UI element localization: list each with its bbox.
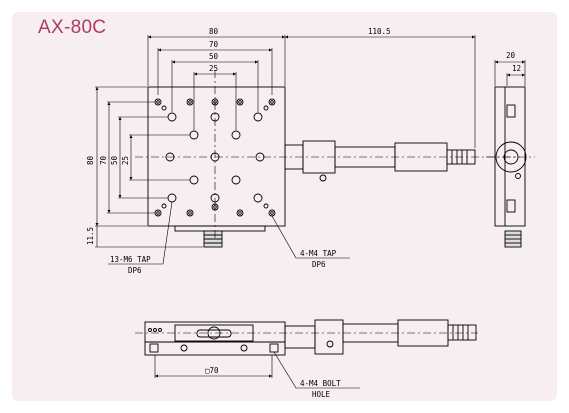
- collar-screw: [319, 174, 327, 182]
- side-view: [486, 60, 535, 248]
- m6-tap-callout: 13-M6 TAP: [110, 255, 151, 264]
- m4-bolt-hole: HOLE: [312, 390, 331, 399]
- dim-50: 50: [209, 52, 219, 61]
- m4-holes: [154, 98, 276, 217]
- m4-bolt-leader: [273, 351, 360, 389]
- m6-tap-depth: DP6: [128, 266, 142, 275]
- front-slot-plate: [174, 324, 254, 342]
- dim-box-70: □70: [205, 366, 219, 375]
- top-view: [95, 35, 520, 265]
- dim-25: 25: [209, 64, 218, 73]
- dim-v-11-5: 11.5: [86, 227, 95, 245]
- dim-70: 70: [209, 40, 219, 49]
- vertical-dimension-lines: [95, 86, 203, 248]
- side-plate: [494, 86, 526, 227]
- model-title: AX-80C: [38, 17, 107, 38]
- front-view: [135, 319, 478, 389]
- dim-v-70: 70: [99, 155, 108, 165]
- dim-110-5: 110.5: [368, 27, 391, 36]
- m4-bolt-callout: 4-M4 BOLT: [300, 379, 341, 388]
- dim-12: 12: [512, 64, 521, 73]
- m6-leader: [108, 201, 173, 265]
- micrometer-ratchet: [446, 149, 476, 165]
- side-collar: [495, 141, 527, 173]
- front-ratchet: [447, 324, 477, 341]
- horizontal-dimension-lines: [147, 35, 476, 148]
- m4-tap-callout: 4-M4 TAP: [300, 249, 337, 258]
- drawing-panel: [12, 12, 557, 401]
- front-micrometer-body: [284, 325, 316, 349]
- dim-80: 80: [209, 27, 219, 36]
- dim-v-25: 25: [121, 156, 130, 165]
- dim-20: 20: [506, 51, 516, 60]
- stage-base-strip: [174, 225, 266, 232]
- m4-tap-leader: [271, 215, 350, 259]
- front-micrometer-collar: [314, 319, 344, 355]
- dim-v-80: 80: [86, 155, 95, 165]
- top-view-labels: 80 70 50 25 110.5 80 70 50 25 11.5 13-M6…: [86, 27, 391, 275]
- m4-tap-depth: DP6: [312, 260, 326, 269]
- dim-v-50: 50: [110, 155, 119, 165]
